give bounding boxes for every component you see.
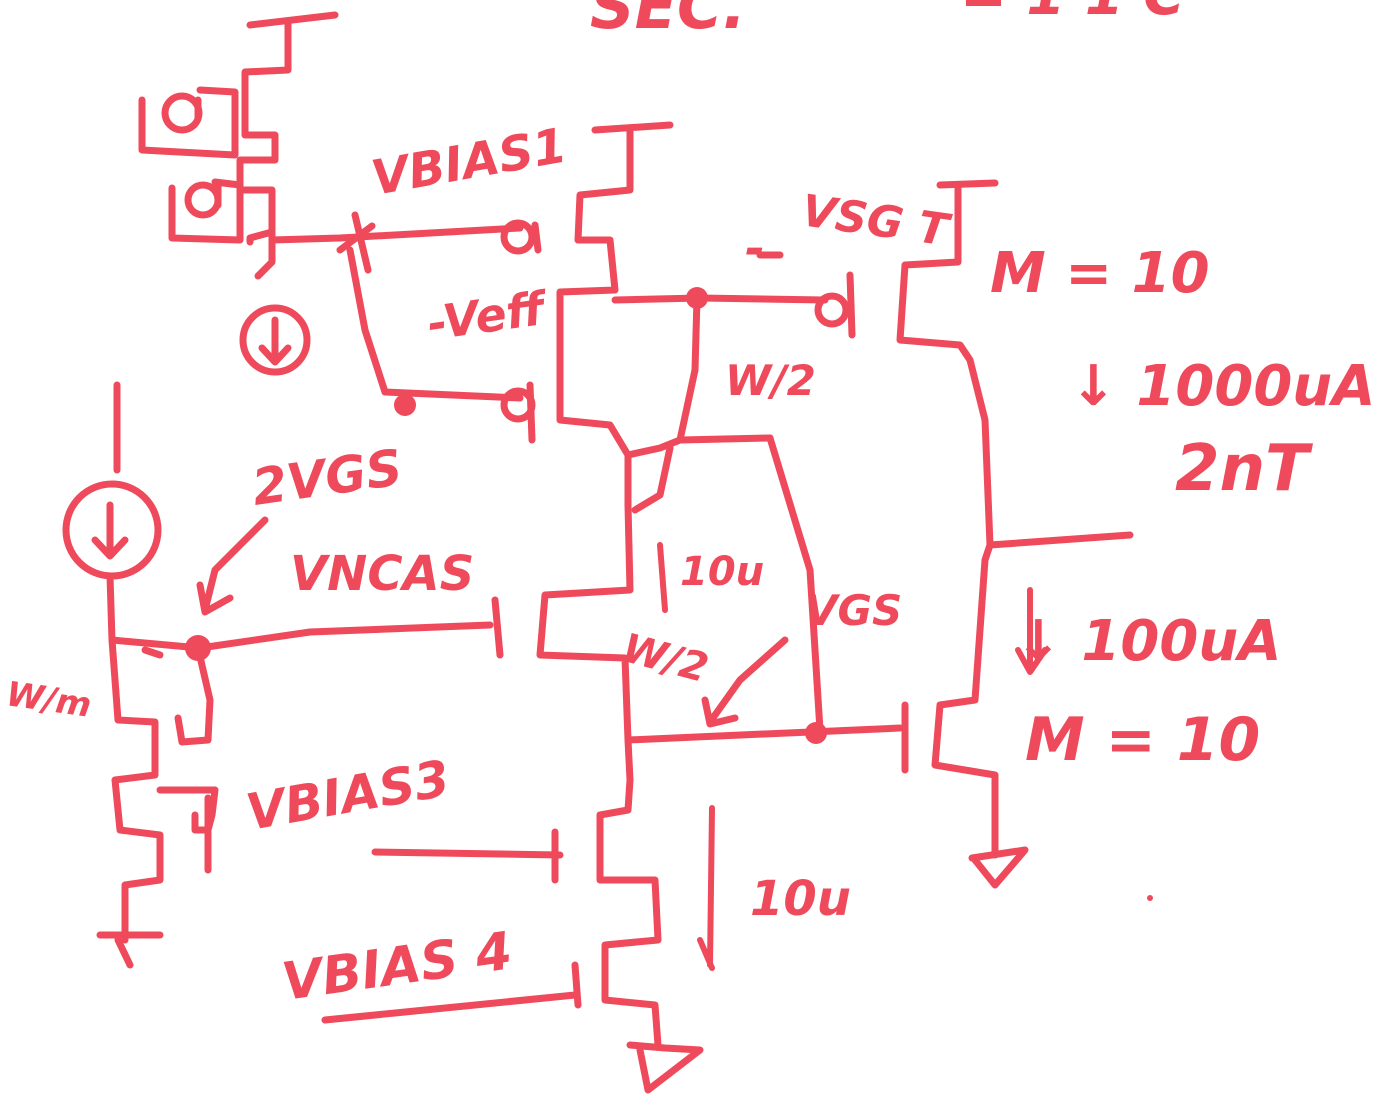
pmos-diode-stack bbox=[138, 11, 542, 444]
label-left-wm: W/m bbox=[4, 674, 94, 725]
label-w-half-mid: W/2 bbox=[617, 625, 713, 692]
arrow-w2 bbox=[701, 636, 789, 728]
label-10u-bot: 10u bbox=[750, 871, 851, 927]
top-fragment-right: = 1 1 C bbox=[960, 0, 1184, 28]
label-vgs: VGS bbox=[805, 586, 902, 635]
nmos-bias-stack bbox=[62, 381, 504, 969]
vbias3-line bbox=[371, 848, 564, 859]
label-vbias1: VBIAS1 bbox=[367, 118, 570, 207]
label-2vgs: 2VGS bbox=[249, 438, 406, 516]
label-m10-bot: M = 10 bbox=[1025, 705, 1260, 775]
pmos-output-stage bbox=[756, 179, 1134, 889]
label-veff: -Veff bbox=[424, 280, 553, 350]
label-vsg-minus: - bbox=[745, 221, 765, 277]
label-vbias4: VBIAS 4 bbox=[278, 921, 515, 1013]
label-10u: 10u bbox=[680, 549, 764, 595]
arrow-2vgs bbox=[196, 516, 269, 616]
label-vsg-top: VSG T bbox=[798, 185, 954, 256]
label-2nt: 2nT bbox=[1175, 432, 1313, 506]
cascode-column bbox=[536, 121, 904, 1094]
current-source-top bbox=[239, 304, 311, 376]
label-1000ua: ↓ 1000uA bbox=[1070, 354, 1375, 419]
vbias4-line bbox=[321, 991, 579, 1024]
label-vncas: VNCAS bbox=[290, 546, 474, 602]
label-w-half-top: W/2 bbox=[725, 356, 816, 405]
top-fragment-left: SEC. bbox=[590, 0, 746, 43]
label-m10-top: M = 10 bbox=[990, 241, 1210, 306]
label-100ua: ↓ 100uA bbox=[1015, 609, 1282, 674]
label-vbias3: VBIAS3 bbox=[242, 749, 454, 842]
